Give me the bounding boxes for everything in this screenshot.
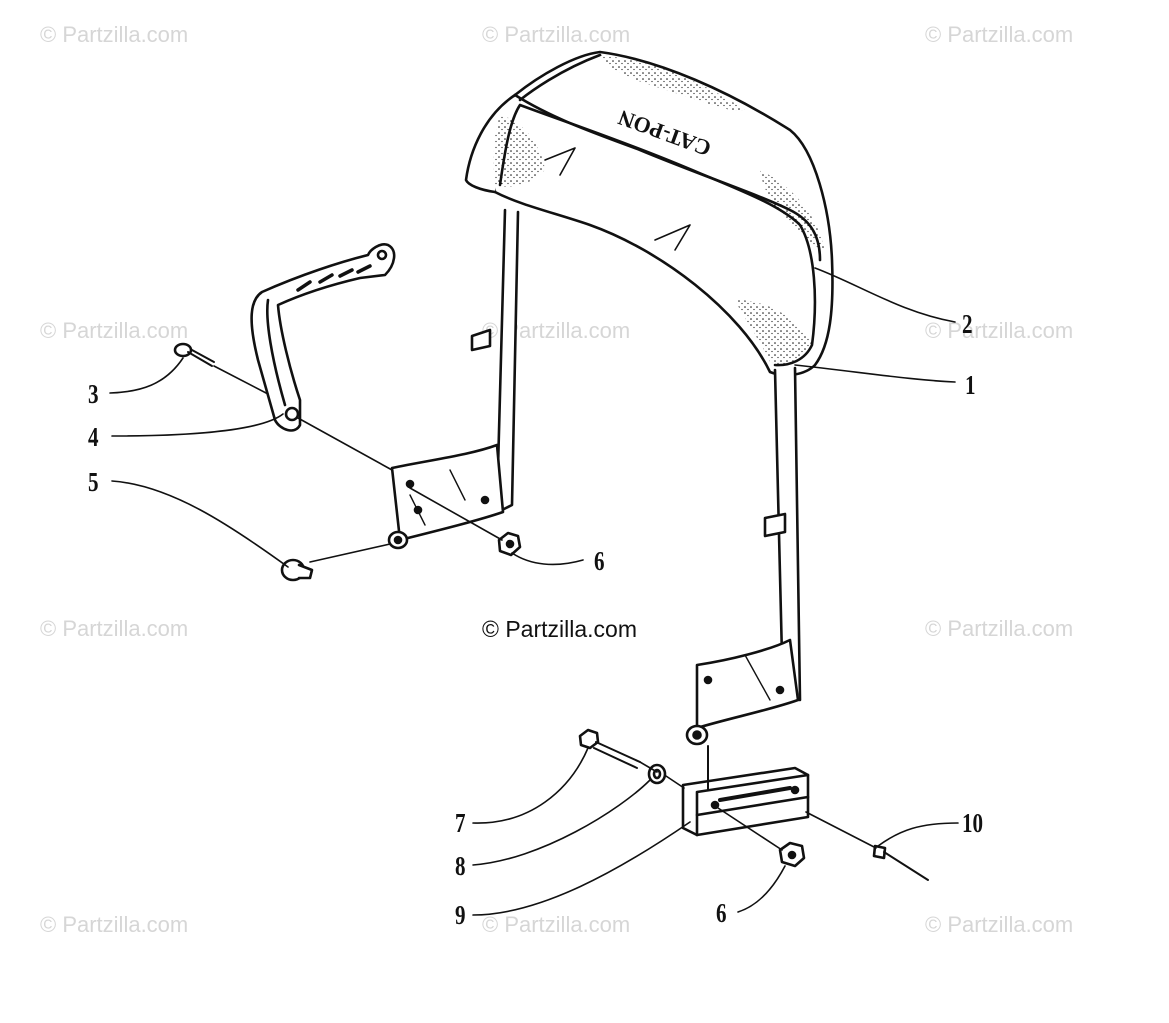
assembly-line bbox=[639, 761, 658, 773]
leader-line bbox=[111, 480, 289, 568]
callout-3: 3 bbox=[88, 379, 99, 409]
assembly-line bbox=[297, 417, 393, 471]
callout-10: 10 bbox=[962, 808, 984, 838]
watermark: © Partzilla.com bbox=[40, 616, 189, 641]
watermark: © Partzilla.com bbox=[925, 616, 1074, 641]
watermark: © Partzilla.com bbox=[40, 22, 189, 47]
bolt bbox=[578, 728, 641, 769]
leader-line bbox=[472, 779, 651, 866]
watermark: © Partzilla.com bbox=[40, 318, 189, 343]
watermark: © Partzilla.com bbox=[40, 912, 189, 937]
nut bbox=[497, 531, 522, 557]
grab-handle bbox=[250, 243, 396, 432]
callout-1: 1 bbox=[965, 370, 976, 400]
callout-4: 4 bbox=[88, 422, 99, 452]
callout-8: 8 bbox=[455, 851, 466, 881]
mounting-bracket bbox=[681, 745, 810, 837]
callout-6-lower: 6 bbox=[716, 898, 727, 928]
assembly-line bbox=[665, 775, 685, 789]
washer bbox=[647, 763, 667, 785]
assembly-line bbox=[213, 365, 269, 395]
assembly-line bbox=[714, 805, 783, 851]
watermark: © Partzilla.com bbox=[925, 912, 1074, 937]
leader-line bbox=[472, 821, 691, 916]
leader-line bbox=[737, 865, 786, 913]
assembly-line bbox=[309, 543, 391, 563]
watermark: © Partzilla.com bbox=[482, 912, 631, 937]
cotter-pin bbox=[872, 844, 929, 881]
backrest-pad: CAT-PON bbox=[464, 50, 834, 377]
leader-line bbox=[814, 267, 956, 323]
backrest-frame bbox=[387, 208, 802, 746]
callout-2: 2 bbox=[962, 309, 973, 339]
leader-line bbox=[472, 747, 589, 824]
screw bbox=[173, 342, 215, 367]
leader-line bbox=[109, 357, 184, 394]
leader-line bbox=[794, 364, 956, 383]
watermark: © Partzilla.com bbox=[482, 22, 631, 47]
callout-9: 9 bbox=[455, 900, 466, 930]
rivet bbox=[280, 558, 314, 582]
watermark: © Partzilla.com bbox=[925, 318, 1074, 343]
leader-line bbox=[111, 413, 284, 437]
leader-line bbox=[511, 552, 584, 566]
center-watermark: © Partzilla.com bbox=[482, 616, 637, 642]
callout-5: 5 bbox=[88, 467, 99, 497]
leader-line bbox=[877, 822, 959, 847]
assembly-line bbox=[805, 811, 877, 849]
callout-7: 7 bbox=[455, 808, 466, 838]
watermark: © Partzilla.com bbox=[925, 22, 1074, 47]
nut bbox=[778, 841, 806, 868]
callout-6: 6 bbox=[594, 546, 605, 576]
assembly-line bbox=[409, 487, 503, 541]
